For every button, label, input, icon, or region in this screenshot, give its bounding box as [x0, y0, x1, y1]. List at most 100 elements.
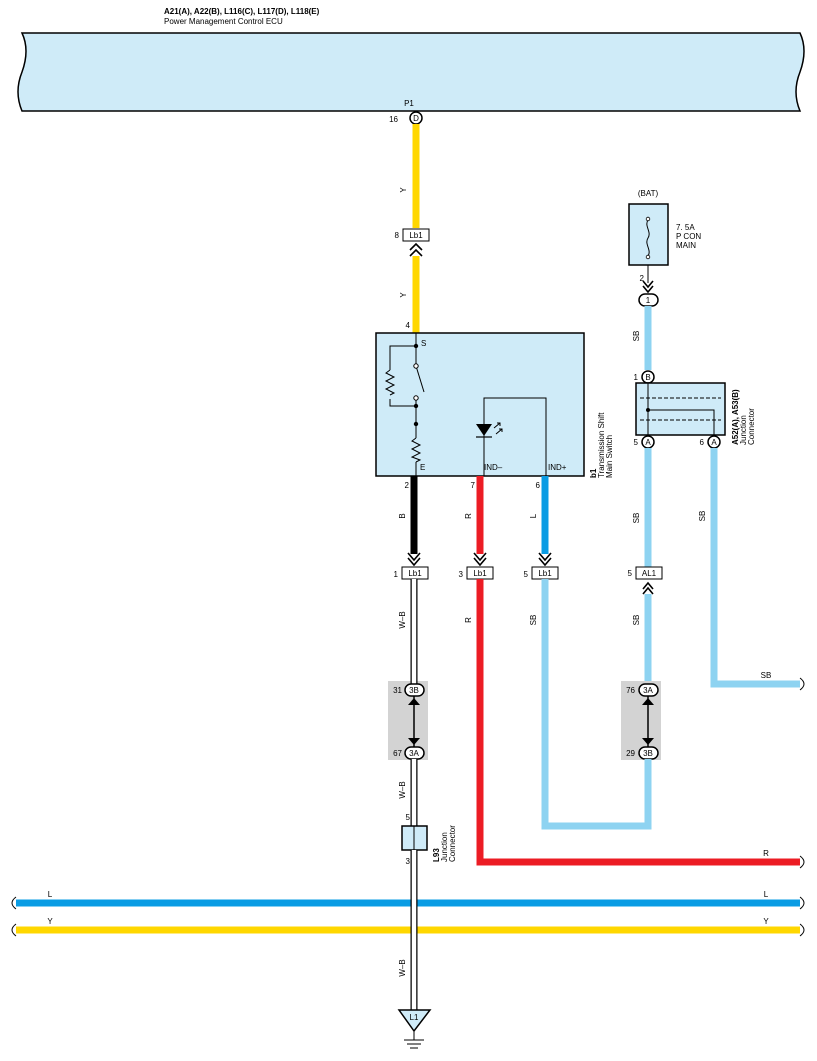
switch-terminal-s: S	[421, 339, 426, 348]
lb1-female-chevron-l	[538, 552, 552, 567]
wire-sb-jc-right-out	[710, 448, 800, 688]
switch-terminal-ind-plus: IND+	[548, 463, 567, 472]
continuation-l-right	[799, 896, 805, 910]
junction-a52-id: A52(A), A53(B)	[731, 389, 740, 445]
splice-pin-76: 76	[626, 686, 635, 695]
splice-pin-67: 67	[393, 749, 402, 758]
lb1-pin-3: 3	[459, 570, 464, 579]
wire-sb-lb1-to-splice-3b	[541, 579, 652, 830]
continuation-r-right	[799, 855, 805, 869]
continuation-y-right	[799, 923, 805, 937]
l93-pin-5: 5	[406, 813, 411, 822]
wire-code-wb-lower: W–B	[398, 959, 407, 976]
junction-a52-block	[635, 382, 726, 436]
continuation-sb-right	[799, 677, 805, 691]
ground-l1-label: L1	[410, 1013, 419, 1022]
wire-code-y-upper: Y	[399, 187, 408, 193]
wire-code-sb-al1: SB	[632, 615, 641, 626]
lb1-pin-1: 1	[394, 570, 399, 579]
switch-pin-2: 2	[405, 481, 410, 490]
wire-code-wb-upper: W–B	[398, 611, 407, 628]
jc-pin-6: 6	[700, 438, 705, 447]
fuse-rating: 7. 5A	[676, 223, 695, 232]
junction-a52-name-line1: Junction	[739, 415, 748, 445]
switch-terminal-ind-minus: IND–	[484, 463, 503, 472]
ground-icon	[404, 1031, 424, 1049]
junction-a52-name-line2: Connector	[747, 408, 756, 445]
junction-l93-name-line2: Connector	[448, 825, 457, 862]
lb1-label-l: Lb1	[538, 569, 552, 578]
switch-contact-top	[413, 363, 419, 369]
wire-code-sb-jc-right: SB	[698, 511, 707, 522]
bus-l-label-left: L	[48, 890, 53, 899]
lb1-pin-5: 5	[524, 570, 529, 579]
fuse-connector-label: 1	[646, 296, 651, 305]
wire-code-r-lower: R	[464, 617, 473, 623]
switch-pin-4: 4	[406, 321, 411, 330]
indicator-led-icon	[476, 422, 503, 438]
wire-code-y-lower: Y	[399, 292, 408, 298]
jc-pin-b: B	[645, 373, 650, 382]
wire-code-r-upper: R	[464, 513, 473, 519]
jc-pin-1: 1	[634, 373, 639, 382]
ecu-block	[17, 32, 805, 112]
ground-point-l1	[397, 1009, 432, 1033]
al1-male-chevron	[642, 581, 654, 595]
junction-l93-name-line1: Junction	[440, 832, 449, 862]
switch-terminal-e: E	[420, 463, 425, 472]
switch-node-mid	[413, 403, 419, 409]
jc-pin-a-right: A	[711, 438, 717, 447]
lb1-male-chevron	[409, 242, 423, 257]
fuse-name-line2: MAIN	[676, 241, 696, 250]
splice-3a-left-label: 3A	[409, 749, 419, 758]
bus-l-label-right: L	[764, 890, 769, 899]
splice-link-right	[642, 696, 654, 747]
switch-name-line1: Transmission Shift	[597, 412, 606, 478]
splice-3b-left-label: 3B	[409, 686, 419, 695]
wire-code-b: B	[398, 513, 407, 518]
wire-code-wb-middle: W–B	[398, 781, 407, 798]
wire-code-sb-fuse: SB	[632, 331, 641, 342]
fuse-pin-2: 2	[640, 274, 645, 283]
splice-link-left	[408, 696, 420, 747]
bus-y-label-left: Y	[47, 917, 53, 926]
bus-y-label-right: Y	[763, 917, 769, 926]
lb1-connector-label: Lb1	[409, 231, 423, 240]
fuse-source: (BAT)	[638, 189, 659, 198]
l93-pin-3: 3	[406, 857, 411, 866]
ecu-name: Power Management Control ECU	[164, 17, 283, 26]
switch-pin-7: 7	[471, 481, 476, 490]
shift-main-switch-block	[375, 332, 585, 477]
wire-r-lb1-out	[476, 579, 800, 866]
continuation-y-left	[11, 923, 17, 937]
lb1-label-b: Lb1	[408, 569, 422, 578]
switch-node-s	[413, 343, 419, 349]
switch-node-low	[413, 421, 419, 427]
fuse-terminal-top	[645, 216, 651, 222]
continuation-l-left	[11, 896, 17, 910]
lb1-connector-box	[402, 228, 430, 242]
lb1-female-chevron-r	[473, 552, 487, 567]
ecu-connector-label: P1	[404, 99, 414, 108]
splice-3b-right-label: 3B	[643, 749, 653, 758]
splice-pin-31: 31	[393, 686, 402, 695]
ecu-pin-number: 16	[389, 115, 398, 124]
al1-pin-5: 5	[628, 569, 633, 578]
lb1-label-r: Lb1	[473, 569, 487, 578]
splice-pin-29: 29	[626, 749, 635, 758]
al1-box	[635, 566, 663, 580]
switch-internal-circuit	[384, 333, 547, 476]
switch-name-line2: Main Switch	[605, 435, 614, 478]
switch-contact-bottom	[413, 395, 419, 401]
wire-code-l: L	[529, 513, 538, 518]
ecu-connector-header: A21(A), A22(B), L116(C), L117(D), L118(E…	[164, 7, 320, 16]
fuse-icon	[646, 219, 650, 257]
junction-l93-id: L93	[432, 848, 441, 862]
lb1-pin-8: 8	[395, 231, 400, 240]
jc-node	[646, 408, 650, 412]
jc-pin-5: 5	[634, 438, 639, 447]
fuse-name-line1: P CON	[676, 232, 701, 241]
splice-3a-right-label: 3A	[643, 686, 653, 695]
wire-code-sb-right-horizontal: SB	[761, 671, 772, 680]
